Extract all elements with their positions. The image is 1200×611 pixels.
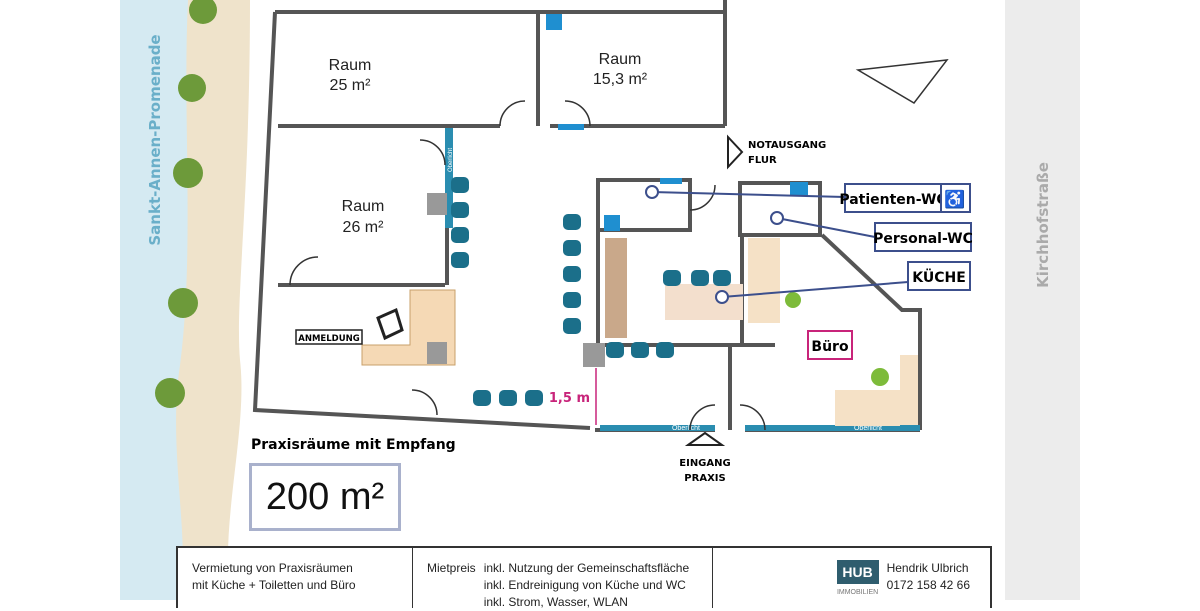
info-contact: HUB IMMOBILIEN Hendrik Ulbrich 0172 158 … xyxy=(713,548,990,608)
chair xyxy=(473,390,491,406)
doors xyxy=(289,100,766,431)
reception-label: ANMELDUNG xyxy=(298,334,359,344)
room-labels: Raum 25 m² Raum 15,3 m² Raum 26 m² xyxy=(329,51,648,236)
entrance-label: EINGANG xyxy=(679,458,730,469)
contact-phone[interactable]: 0172 158 42 66 xyxy=(886,578,970,592)
wheelchair-icon: ♿ xyxy=(944,189,965,209)
svg-text:Oberlicht: Oberlicht xyxy=(854,425,882,432)
contact-name: Hendrik Ulbrich xyxy=(886,561,969,575)
room-name: Raum xyxy=(329,57,372,74)
price-label: Mietpreis xyxy=(427,561,476,575)
chair xyxy=(451,177,469,193)
svg-text:Oberlicht: Oberlicht xyxy=(672,425,700,432)
exit-arrow-icon xyxy=(727,134,744,170)
kitchen-label: KÜCHE xyxy=(912,268,966,286)
trees xyxy=(155,0,217,408)
chair xyxy=(631,342,649,358)
practice-label: PRAXIS xyxy=(684,473,725,484)
chair xyxy=(451,252,469,268)
office-label: Büro xyxy=(811,339,849,355)
chair xyxy=(713,270,731,286)
chair xyxy=(606,342,624,358)
chair xyxy=(563,240,581,256)
distance-label: 1,5 m xyxy=(549,391,590,406)
chair xyxy=(563,266,581,282)
tree-icon xyxy=(173,158,203,188)
chair xyxy=(563,292,581,308)
corridor-label: FLUR xyxy=(748,155,777,166)
entrance-arrow-icon xyxy=(684,431,726,446)
chair xyxy=(563,318,581,334)
company-logo: HUB IMMOBILIEN xyxy=(836,560,879,608)
patient-wc-label: Patienten-WC xyxy=(839,192,946,208)
office-chair xyxy=(785,292,801,308)
water xyxy=(120,0,188,600)
total-area: 200 m² xyxy=(265,475,385,518)
chair xyxy=(691,270,709,286)
furniture xyxy=(361,193,918,426)
total-area-box: 200 m² xyxy=(249,463,401,531)
tree-icon xyxy=(178,74,206,102)
emergency-exit-label: NOTAUSGANG xyxy=(748,140,826,151)
tree-icon xyxy=(168,288,198,318)
callout-lines xyxy=(645,185,909,304)
plan-title: Praxisräume mit Empfang xyxy=(251,437,456,453)
chair xyxy=(663,270,681,286)
room-area: 15,3 m² xyxy=(593,71,648,88)
fan-icon xyxy=(546,14,808,231)
street-right xyxy=(1005,0,1080,600)
waiting-chairs xyxy=(451,177,731,406)
chair xyxy=(451,227,469,243)
chair xyxy=(451,202,469,218)
info-description: Vermietung von Praxisräumen mit Küche + … xyxy=(178,548,413,608)
chair xyxy=(499,390,517,406)
info-price: Mietpreis inkl. Nutzung der Gemeinschaft… xyxy=(413,548,713,609)
chair xyxy=(563,214,581,230)
chair xyxy=(525,390,543,406)
info-panel: Vermietung von Praxisräumen mit Küche + … xyxy=(176,546,992,609)
street-label-right: Kirchhofstraße xyxy=(1034,162,1052,288)
svg-text:Oberlicht: Oberlicht xyxy=(448,148,454,172)
office-chair xyxy=(871,368,889,386)
room-area: 26 m² xyxy=(343,219,385,236)
room-name: Raum xyxy=(599,51,642,68)
staff-wc-label: Personal-WC xyxy=(873,231,973,247)
street-label-left: Sankt-Annen-Promenade xyxy=(146,34,164,245)
room-name: Raum xyxy=(342,198,385,215)
tree-icon xyxy=(155,378,185,408)
callouts: Patienten-WC ♿ Personal-WC KÜCHE Büro AN… xyxy=(295,183,973,360)
room-area: 25 m² xyxy=(330,77,372,94)
north-arrow-icon xyxy=(855,59,949,104)
skylights: Oberlicht Oberlicht Oberlicht xyxy=(445,128,920,432)
tree-icon xyxy=(189,0,217,24)
chair xyxy=(656,342,674,358)
